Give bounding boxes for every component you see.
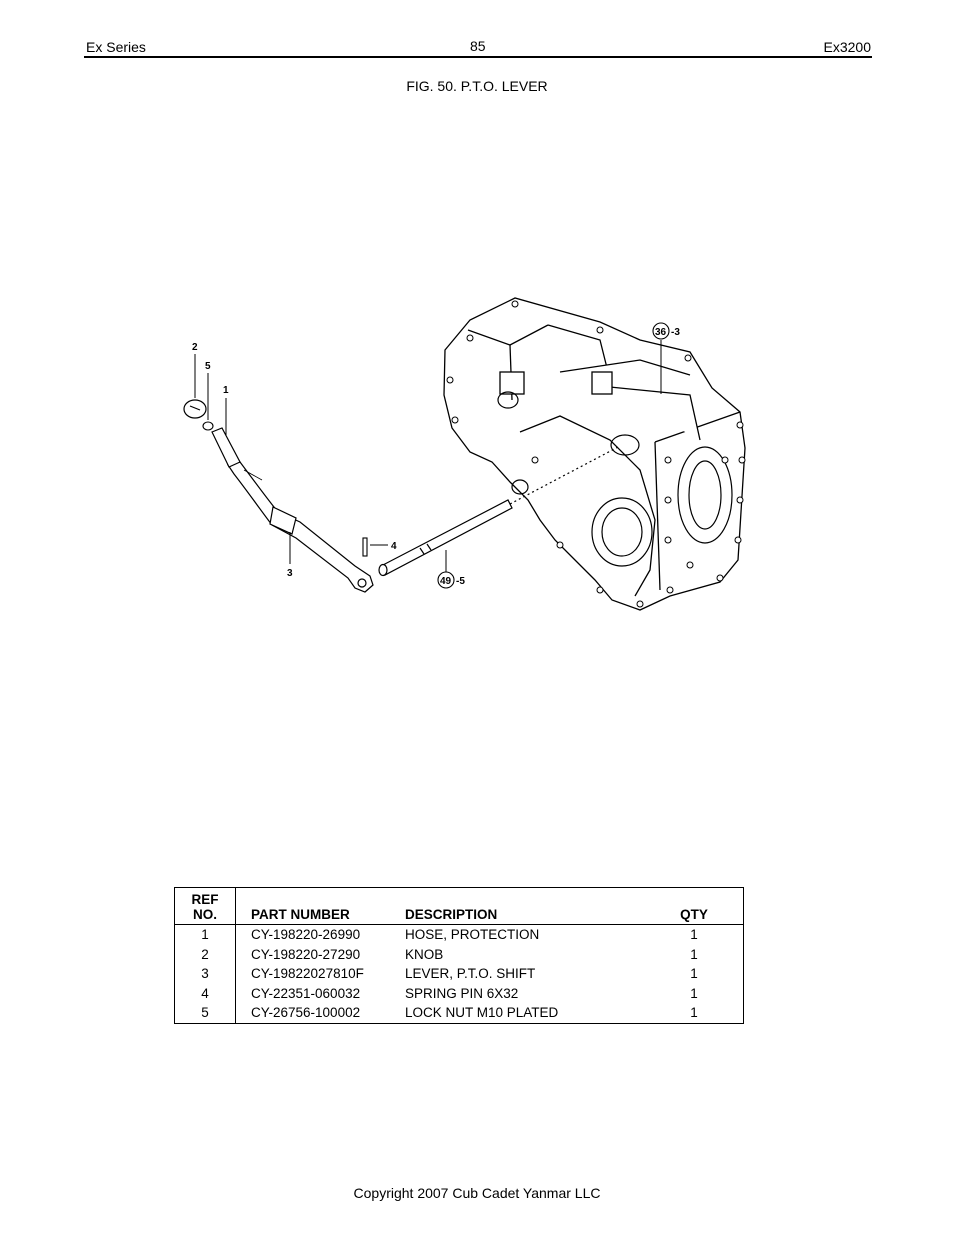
cell-description: HOSE, PROTECTION [405, 927, 540, 943]
callout-3: 3 [287, 568, 293, 579]
cell-qty: 1 [690, 966, 698, 982]
pto-shift-lever [227, 461, 374, 593]
cell-part-number: CY-19822027810F [251, 966, 364, 982]
figure-reference-49: 49 -5 [437, 571, 465, 589]
callout-4: 4 [391, 541, 397, 552]
table-row: 4 CY-22351-060032 SPRING PIN 6X32 1 [174, 983, 744, 1003]
header-description: DESCRIPTION [405, 907, 498, 922]
cell-qty: 1 [690, 927, 698, 943]
cell-description: KNOB [405, 946, 444, 962]
ref-suffix-3: -3 [671, 327, 680, 338]
cell-description: SPRING PIN 6X32 [405, 985, 519, 1001]
spring-pin [362, 537, 368, 557]
figure-title: FIG. 50. P.T.O. LEVER [406, 78, 548, 94]
table-row: 2 CY-198220-27290 KNOB 1 [174, 944, 744, 964]
cell-qty: 1 [690, 1005, 698, 1021]
cell-description: LOCK NUT M10 PLATED [405, 1005, 559, 1021]
figure-reference-36: 36 -3 [652, 322, 680, 340]
housing-holes [497, 391, 733, 567]
cell-ref: 3 [174, 964, 236, 984]
pto-shift-shaft [378, 445, 621, 577]
transmission-housing [443, 297, 746, 611]
header-rule [84, 56, 872, 58]
knob [183, 399, 207, 419]
cell-description: LEVER, P.T.O. SHIFT [405, 966, 536, 982]
cell-ref: 1 [174, 924, 236, 945]
cell-part-number: CY-26756-100002 [251, 1005, 361, 1021]
copyright-footer: Copyright 2007 Cub Cadet Yanmar LLC [353, 1185, 601, 1201]
part-callouts: 2 5 1 3 4 [192, 342, 397, 579]
ref-suffix-5: -5 [456, 576, 465, 587]
leader-lines [194, 340, 662, 572]
ref-circle-49: 49 [440, 576, 452, 587]
header-series: Ex Series [86, 39, 146, 55]
pto-lever-exploded-diagram: 2 5 1 3 4 36 -3 49 -5 [183, 297, 746, 611]
header-model: Ex3200 [823, 39, 871, 55]
page-number: 85 [470, 38, 486, 54]
cell-part-number: CY-198220-26990 [251, 927, 361, 943]
header-part-number: PART NUMBER [251, 907, 350, 922]
cell-ref: 4 [174, 983, 236, 1003]
housing-bolt-holes [446, 300, 746, 608]
cell-part-number: CY-198220-27290 [251, 946, 361, 962]
ref-circle-36: 36 [655, 327, 667, 338]
table-row: 1 CY-198220-26990 HOSE, PROTECTION 1 [174, 924, 744, 945]
lock-nut [202, 421, 214, 431]
header-qty: QTY [680, 907, 708, 922]
table-row: 5 CY-26756-100002 LOCK NUT M10 PLATED 1 [174, 1003, 744, 1023]
cell-ref: 5 [174, 1003, 236, 1023]
callout-1: 1 [223, 385, 229, 396]
cell-qty: 1 [690, 946, 698, 962]
table-row: 3 CY-19822027810F LEVER, P.T.O. SHIFT 1 [174, 964, 744, 984]
protection-hose [211, 427, 241, 468]
callout-2: 2 [192, 342, 198, 353]
cell-ref: 2 [174, 944, 236, 964]
cell-part-number: CY-22351-060032 [251, 985, 361, 1001]
callout-5: 5 [205, 361, 211, 372]
cell-qty: 1 [690, 985, 698, 1001]
